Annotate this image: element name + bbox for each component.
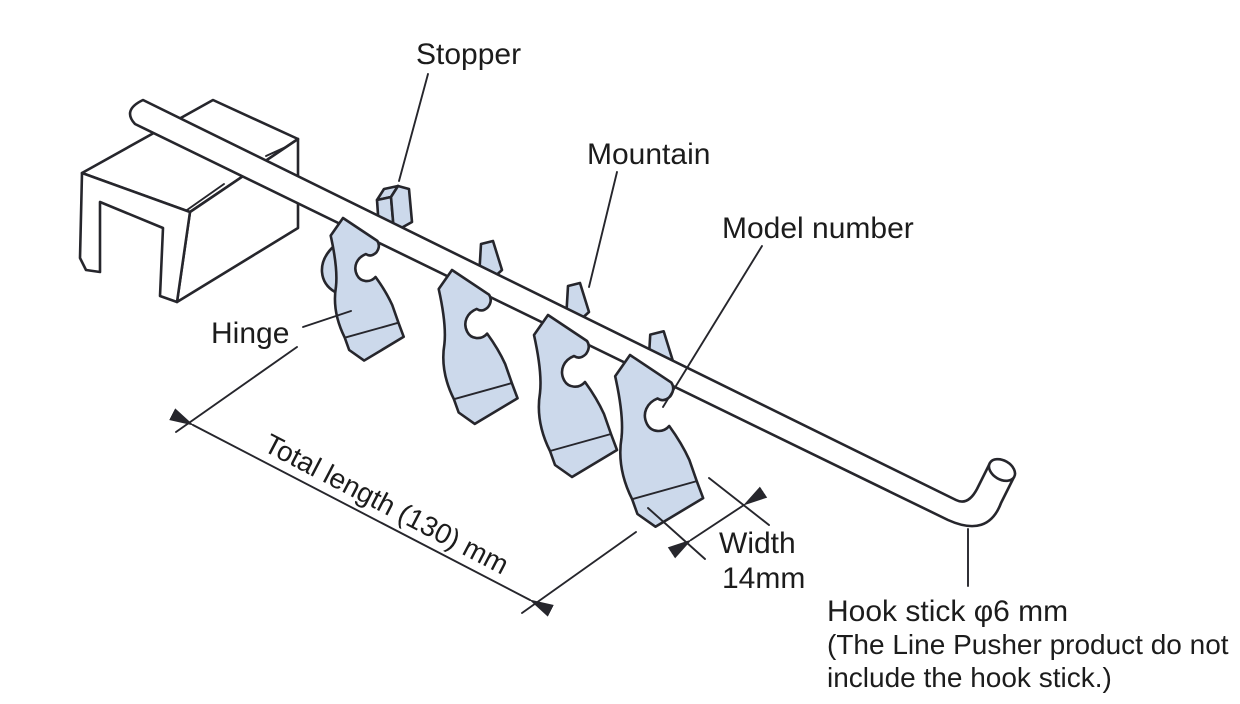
hinge-label: Hinge (211, 317, 289, 350)
width-value-label: 14mm (722, 562, 805, 595)
clip-foot-crease (345, 323, 399, 338)
total-length-extension-line-right (521, 531, 637, 614)
total-length-extension-line-left (175, 346, 298, 433)
width-extension-line-2 (708, 477, 770, 526)
width-extension-line-1 (647, 507, 706, 560)
pusher-clip-2 (439, 270, 518, 424)
clip-foot-crease (550, 434, 611, 451)
pusher-clip-3 (534, 315, 617, 477)
model-number-label: Model number (722, 212, 914, 245)
rod-end-cap (987, 457, 1017, 483)
hook-stick-rod (128, 98, 1017, 528)
model-number-leader-line (662, 245, 763, 408)
hinge-leader-line (302, 310, 352, 328)
width-label: Width (719, 527, 796, 560)
hook-stick-note-line-2: include the hook stick.) (827, 662, 1112, 693)
clip-foot-crease (632, 481, 697, 499)
stopper-label: Stopper (416, 38, 521, 71)
total-length-label: Total length (130) mm (259, 428, 514, 581)
bracket-front-arch (78, 171, 192, 304)
clip-body (534, 315, 617, 477)
stopper-leader-line (398, 73, 429, 182)
hook-stick-note-line-1: (The Line Pusher product do not (827, 629, 1229, 660)
clip-body (331, 218, 404, 361)
hook-stick-label: Hook stick φ6 mm (827, 595, 1068, 628)
clip-body (439, 270, 518, 424)
mountain-label: Mountain (587, 138, 710, 171)
mountain-leader-line (588, 171, 618, 288)
pusher-clip-1 (331, 218, 404, 361)
bracket-detail-line (265, 145, 289, 157)
total-length-dimension-line (169, 408, 554, 617)
bracket-detail-line (186, 183, 225, 211)
clip-foot-crease (454, 383, 512, 399)
rod-body (128, 98, 1016, 528)
width-dimension-line (667, 486, 768, 559)
